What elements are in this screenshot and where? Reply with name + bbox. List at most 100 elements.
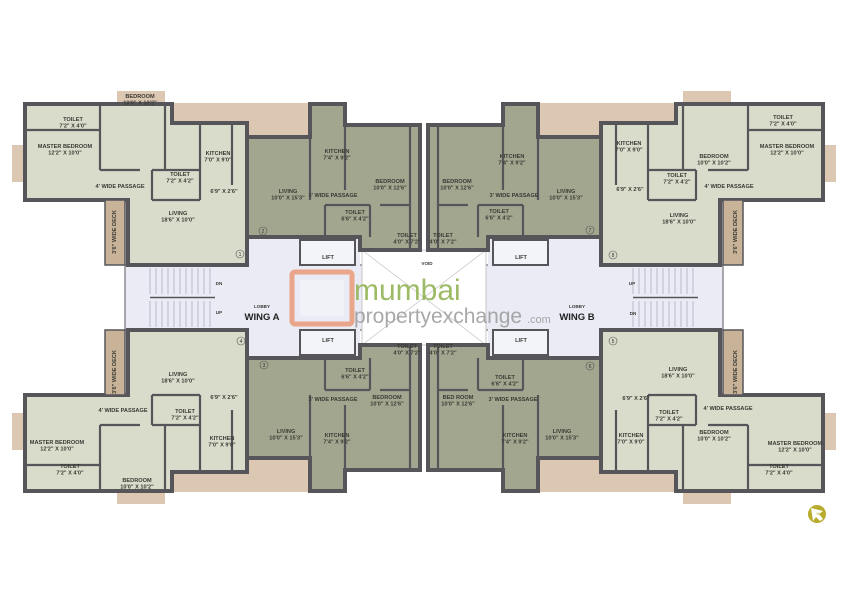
room-name: 6'9" X 2'6" bbox=[210, 395, 238, 401]
flat-number-badge: 6 bbox=[585, 361, 595, 371]
lift bbox=[492, 329, 549, 356]
flat-2 bbox=[245, 102, 422, 252]
room-size: 12'2" X 10'0" bbox=[778, 448, 812, 454]
terrace bbox=[12, 145, 25, 182]
room-name: MASTER BEDROOM bbox=[30, 440, 85, 446]
flat-outline bbox=[599, 102, 825, 267]
room-name: TOILET bbox=[433, 344, 453, 350]
room-size: 10'0" X 12'6" bbox=[440, 186, 474, 192]
room-size: 6'6" X 4'2" bbox=[485, 216, 513, 222]
flat-number-badge: 8 bbox=[608, 250, 618, 260]
room-label: 6'9" X 2'6" bbox=[622, 396, 650, 402]
room-name: 3'6" WIDE DECK bbox=[112, 350, 118, 394]
room-size: 7'0" X 9'0" bbox=[615, 148, 643, 154]
lift bbox=[299, 239, 356, 266]
room-name: 4' WIDE PASSAGE bbox=[703, 406, 752, 412]
flat-number-badge: 7 bbox=[585, 225, 595, 235]
flat-5 bbox=[599, 328, 825, 493]
room-name: TOILET bbox=[495, 375, 515, 381]
void-label: VOID bbox=[421, 261, 433, 266]
room-name: LIVING bbox=[557, 189, 576, 195]
room-name: BEDROOM bbox=[375, 179, 405, 185]
room-name: BEDROOM bbox=[699, 430, 729, 436]
lift bbox=[492, 239, 549, 266]
room-name: 4' WIDE PASSAGE bbox=[95, 184, 144, 190]
room-size: 10'0" X 15'3" bbox=[549, 196, 583, 202]
room-size: 18'6" X 10'0" bbox=[161, 218, 195, 224]
room-label: 6'9" X 2'6" bbox=[210, 189, 238, 195]
room-size: 7'2" X 4'2" bbox=[655, 417, 683, 423]
room-name: BEDROOM bbox=[699, 154, 729, 160]
flat-outline bbox=[245, 343, 422, 493]
stair-up-label: UP bbox=[216, 310, 222, 315]
flat-number-badge: 4 bbox=[236, 336, 246, 346]
room-name: LIVING bbox=[169, 211, 188, 217]
watermark-logo-icon bbox=[289, 269, 355, 327]
room-size: 7'2" X 4'0" bbox=[769, 122, 797, 128]
room-size: 7'4" X 9'2" bbox=[501, 440, 529, 446]
room-name: MASTER BEDROOM bbox=[760, 144, 815, 150]
room-name: LIVING bbox=[553, 429, 572, 435]
wing-b-lobby-label: LOBBY bbox=[569, 304, 585, 309]
room-size: 7'4" X 9'2" bbox=[323, 440, 351, 446]
flat-number: 7 bbox=[589, 228, 592, 234]
room-label: 4' WIDE PASSAGE bbox=[95, 184, 144, 190]
room-name: 6'9" X 2'6" bbox=[210, 189, 238, 195]
room-name: TOILET bbox=[175, 409, 195, 415]
flat-6 bbox=[426, 343, 603, 493]
lift bbox=[299, 329, 356, 356]
deck bbox=[722, 329, 744, 396]
lift-label: LIFT bbox=[322, 338, 334, 344]
terrace bbox=[12, 413, 25, 450]
room-name: TOILET bbox=[397, 233, 417, 239]
room-size: 7'2" X 4'0" bbox=[59, 124, 87, 130]
room-name: TOILET bbox=[489, 209, 509, 215]
room-name: KITCHEN bbox=[500, 154, 525, 160]
room-size: 4'0" X 7'2" bbox=[429, 240, 457, 246]
terrace bbox=[823, 413, 836, 450]
wing-b-label: WING B bbox=[559, 312, 594, 323]
room-name: 4' WIDE PASSAGE bbox=[704, 184, 753, 190]
room-size: 10'0" X 10'2" bbox=[697, 437, 731, 443]
flat-1 bbox=[23, 102, 249, 267]
room-label: 4' WIDE PASSAGE bbox=[703, 406, 752, 412]
room-name: 4' WIDE PASSAGE bbox=[98, 408, 147, 414]
room-size: 6'6" X 4'2" bbox=[341, 217, 369, 223]
core-elements: LIFT LIFT LIFT LIFT VOID LOBBY WING A LO… bbox=[216, 255, 637, 344]
room-name: BEDROOM bbox=[442, 179, 472, 185]
room-name: TOILET bbox=[63, 117, 83, 123]
void bbox=[361, 249, 487, 346]
room-label: 3' WIDE PASSAGE bbox=[488, 397, 537, 403]
flat-number-badge: 1 bbox=[235, 249, 245, 259]
room-size: 7'2" X 4'2" bbox=[663, 180, 691, 186]
terrace bbox=[117, 91, 165, 104]
flat-outline bbox=[599, 328, 825, 493]
flat-number-badge: 2 bbox=[258, 226, 268, 236]
room-name: KITCHEN bbox=[210, 436, 235, 442]
flat-4 bbox=[23, 328, 249, 493]
wing-a-lobby-label: LOBBY bbox=[254, 304, 270, 309]
flat-number: 8 bbox=[612, 253, 615, 259]
room-size: 7'2" X 4'2" bbox=[166, 179, 194, 185]
